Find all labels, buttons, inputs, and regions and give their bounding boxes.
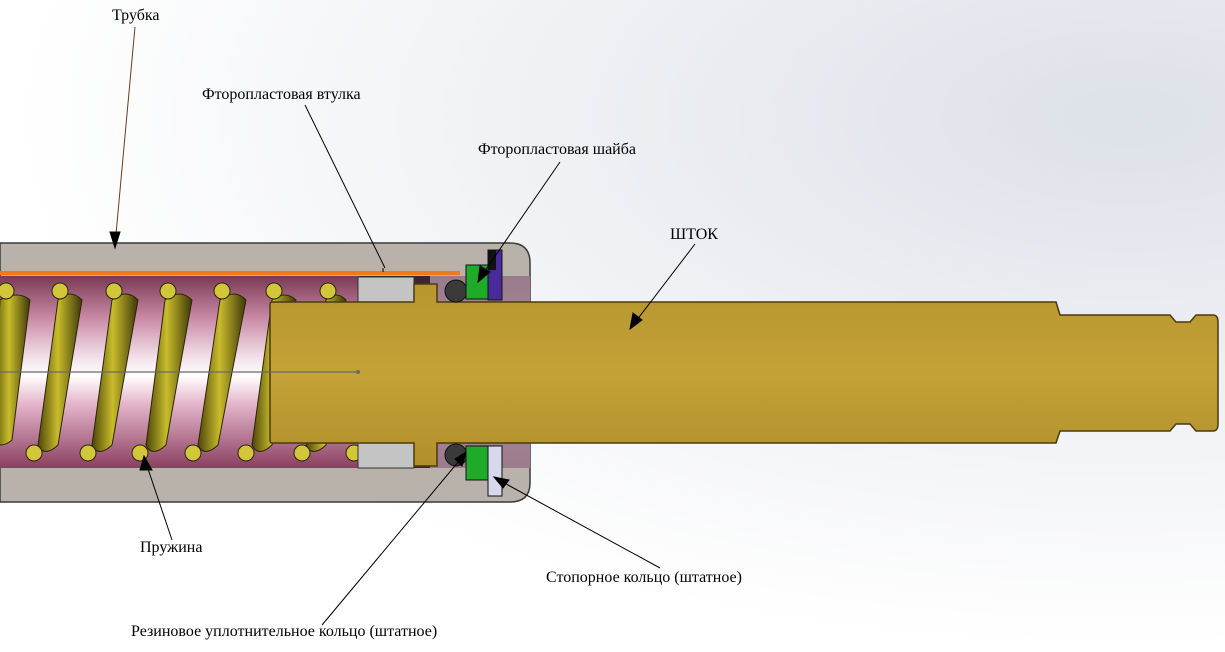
label-tube: Трубка <box>112 7 160 24</box>
label-oring: Резиновое уплотнительное кольцо (штатное… <box>131 623 438 640</box>
leader-bushing <box>304 104 386 269</box>
ptfe-bushing-bottom <box>357 440 415 469</box>
leader-retaining <box>496 478 661 569</box>
leader-oring <box>321 454 465 626</box>
label-retaining-ring: Стопорное кольцо (штатное) <box>546 569 742 586</box>
ptfe-bushing-top <box>357 276 415 304</box>
leader-tube <box>114 26 136 246</box>
retaining-ring-bottom <box>487 445 503 497</box>
label-rod: ШТОК <box>670 226 718 243</box>
leader-rod <box>632 243 696 326</box>
rod <box>269 283 1219 467</box>
oring-top <box>444 279 468 303</box>
label-ptfe-washer: Фторопластовая шайба <box>478 141 636 158</box>
ptfe-washer-bottom <box>465 445 489 481</box>
label-ptfe-bushing: Фторопластовая втулка <box>202 86 361 103</box>
label-spring: Пружина <box>140 539 203 556</box>
leader-washer <box>479 161 561 279</box>
leader-spring <box>144 459 173 541</box>
